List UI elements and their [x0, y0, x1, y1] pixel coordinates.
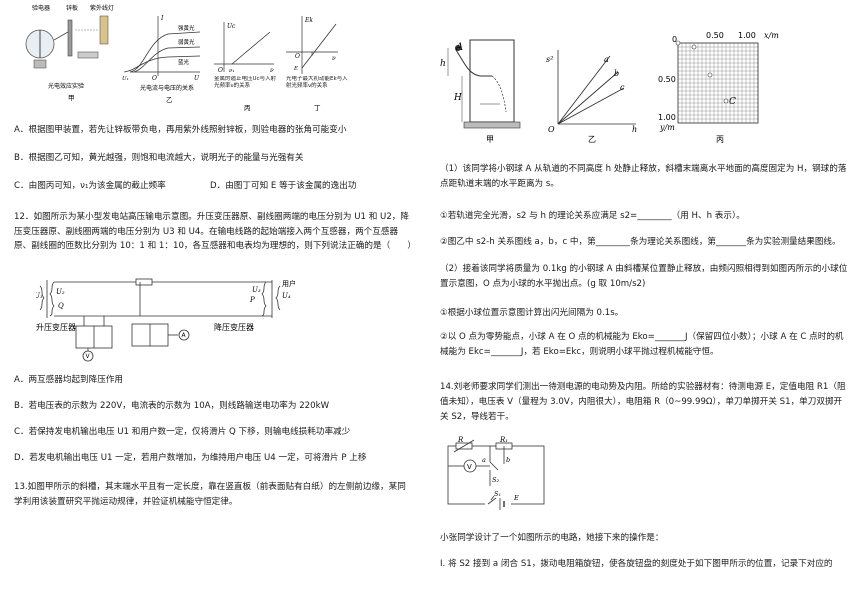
yi-curve-weak-yellow: 弱黄光	[178, 38, 195, 46]
q12-voltmeter: V	[86, 353, 91, 360]
q13-jia-ball-a: A	[455, 42, 463, 53]
q13-bing-x-100: 1.00	[738, 31, 756, 40]
figure-ding: Ek ν O E 光电子最大初动能Ek与入射光频率ν的关系 丁	[286, 16, 348, 112]
q13-part1-q1[interactable]: ①若轨道完全光滑，s2 与 h 的理论关系应满足 s2=________（用 H…	[440, 211, 745, 221]
ding-origin: O	[295, 53, 300, 60]
q13-yi-line-b: b	[614, 69, 619, 78]
q13-bing-origin: 0	[672, 35, 677, 44]
q13-stem: 13.如图甲所示的斜槽，其末端水平且有一定长度，靠在竖直板（前表面贴有白纸）的左…	[14, 482, 406, 507]
bing-caption: 金属的遏止电压Uc与入射光频率ν的关系	[214, 76, 277, 89]
q12-label-u4: U₄	[282, 292, 291, 300]
photoelectric-figures: 验电器 锌板 紫外线灯 光电效应实验 甲 I U O U₁ 强黄光	[25, 4, 348, 112]
q11-option-b[interactable]: B．根据图乙可知，黄光越强，则饱和电流越大，说明光子的能量与光强有关	[14, 153, 304, 163]
bing-nu1: ν₁	[229, 68, 235, 74]
q13-figure-bing: 0 0.50 1.00 x/m 0.50 1.00 y/m C 丙	[658, 31, 779, 144]
q14-step1: Ⅰ. 将 S2 接到 a 闭合 S1，拨动电阻箱旋钮，使各旋钮盘的刻度处于如下图…	[440, 559, 833, 569]
q12-transmission-diagram: V A U₁ U₂ Q P U₃ U₄ 用户 升压变压器 降压变压器	[36, 278, 296, 362]
yi-curve-blue: 蓝光	[178, 58, 190, 66]
bing-name: 丙	[244, 104, 251, 112]
q13-bing-y-100: 1.00	[658, 113, 676, 122]
q12-label-p: P	[249, 296, 255, 304]
bing-origin: O	[218, 67, 223, 74]
q14-label-s2: S₂	[492, 476, 499, 484]
q12-label-user: 用户	[282, 279, 296, 288]
q11-option-a[interactable]: A．根据图甲装置，若先让锌板带负电，再用紫外线照射锌板，则验电器的张角可能变小	[14, 125, 347, 135]
ding-axis-nu: ν	[332, 55, 336, 62]
yi-u1: U₁	[122, 76, 129, 82]
bing-axis-uc: Uc	[227, 23, 236, 30]
q13-part2-q2[interactable]: ②以 O 点为零势能点，小球 A 在 O 点的机械能为 Eko=_______J…	[440, 332, 844, 357]
figure-bing: Uc ν O ν₁ 金属的遏止电压Uc与入射光频率ν的关系 丙	[214, 22, 277, 112]
ding-e: E	[293, 66, 298, 72]
q13-jia-H: H	[453, 93, 462, 103]
ding-name: 丁	[314, 104, 321, 112]
q14-label-e: E	[513, 494, 519, 502]
q12-ammeter: A	[182, 332, 187, 339]
q14-voltmeter: V	[467, 463, 472, 471]
q14-label-b: b	[506, 456, 510, 464]
yi-axis-u: U	[194, 75, 200, 82]
yi-axis-i: I	[160, 15, 164, 22]
q13-bing-x-unit: x/m	[764, 31, 779, 40]
q14-circuit: V R R₁ a b S₂ E S₁	[447, 436, 545, 510]
q13-figure-yi: s² a b c O h 乙	[546, 50, 637, 144]
q13-bing-y-050: 0.50	[658, 75, 676, 84]
q13-part2-q1: ①根据小球位置示意图计算出闪光间隔为 0.1s。	[440, 308, 624, 318]
q13-yi-origin: O	[548, 125, 555, 134]
q13-part2: （2）接着该同学将质量为 0.1kg 的小钢球 A 由斜槽某位置静止释放，由频闪…	[440, 264, 848, 289]
q13-part1-q2[interactable]: ②图乙中 s2-h 关系图线 a，b，c 中，第________条为理论关系图线…	[440, 237, 841, 247]
figure-jia: 验电器 锌板 紫外线灯 光电效应实验 甲	[25, 4, 114, 102]
q12-stem: 12．如图所示为某小型发电站高压输电示意图。升压变压器原、副线圈两端的电压分别为…	[14, 212, 416, 251]
q12-option-c[interactable]: C．若保持发电机输出电压 U1 和用户数一定，仅将滑片 Q 下移，则输电线损耗功…	[14, 427, 351, 437]
jia-label-uv-lamp: 紫外线灯	[90, 4, 114, 12]
ding-axis-ek: Ek	[304, 17, 313, 24]
jia-label-zinc: 锌板	[66, 4, 78, 12]
q12-label-u2: U₂	[56, 288, 65, 296]
jia-label-electroscope: 验电器	[32, 4, 50, 12]
q13-figure-jia: A h H 甲	[440, 39, 521, 144]
q13-bing-x-050: 0.50	[706, 31, 724, 40]
q14-label-a: a	[482, 456, 486, 464]
q12-option-d[interactable]: D．若发电机输出电压 U1 一定，若用户数增加，为维持用户电压 U4 一定，可将…	[14, 453, 367, 463]
q11-option-c[interactable]: C．由图丙可知，ν₁为该金属的截止频率	[14, 181, 166, 191]
q14-design: 小张同学设计了一个如图所示的电路，她接下来的操作是：	[440, 533, 664, 543]
yi-name: 乙	[166, 96, 173, 104]
q13-yi-line-a: a	[604, 55, 609, 64]
q14-stem: 14.刘老师要求同学们测出一待测电源的电动势及内阻。所给的实验器材有：待测电源 …	[440, 382, 846, 422]
q13-yi-axis-s2: s²	[546, 55, 553, 64]
q12-label-step-down: 降压变压器	[214, 322, 254, 332]
q13-yi-name: 乙	[588, 135, 596, 144]
q13-yi-axis-h: h	[632, 125, 637, 134]
yi-curve-strong-yellow: 强黄光	[178, 24, 195, 32]
q14-label-r: R	[457, 436, 464, 444]
jia-caption: 光电效应实验	[48, 82, 84, 90]
q13-figures: A h H 甲 s² a b c O h 乙 0	[440, 31, 779, 144]
q12-option-a[interactable]: A．两互感器均起到降压作用	[14, 375, 124, 385]
q12-label-step-up: 升压变压器	[36, 322, 76, 332]
q13-yi-line-c: c	[620, 83, 625, 92]
q14-label-s1: S₁	[494, 490, 501, 498]
ding-caption: 光电子最大初动能Ek与入射光频率ν的关系	[286, 76, 348, 89]
q13-bing-point-c: C	[729, 97, 736, 107]
q11-option-d[interactable]: D．由图丁可知 E 等于该金属的逸出功	[210, 181, 357, 191]
q12-label-u3: U₃	[252, 286, 261, 294]
q14-label-r1: R₁	[499, 436, 508, 444]
q12-label-u1: U₁	[36, 292, 43, 300]
q13-bing-name: 丙	[716, 135, 724, 144]
q12-option-b[interactable]: B．若电压表的示数为 220V，电流表的示数为 10A，则线路输送电功率为 22…	[14, 401, 330, 411]
q13-jia-h: h	[440, 59, 446, 69]
q13-bing-y-unit: y/m	[659, 123, 675, 132]
bing-axis-nu: ν	[270, 67, 274, 74]
yi-caption: 光电流与电压的关系	[140, 84, 194, 92]
figure-yi: I U O U₁ 强黄光 弱黄光 蓝光 光电流与电压的关系 乙	[122, 15, 201, 104]
yi-origin: O	[152, 75, 157, 82]
q12-label-q: Q	[58, 302, 64, 310]
q13-part1: （1）该同学将小钢球 A 从轨道的不同高度 h 处静止释放，斜槽末端离水平地面的…	[440, 164, 847, 189]
q13-jia-name: 甲	[486, 135, 494, 144]
jia-name: 甲	[68, 94, 75, 102]
